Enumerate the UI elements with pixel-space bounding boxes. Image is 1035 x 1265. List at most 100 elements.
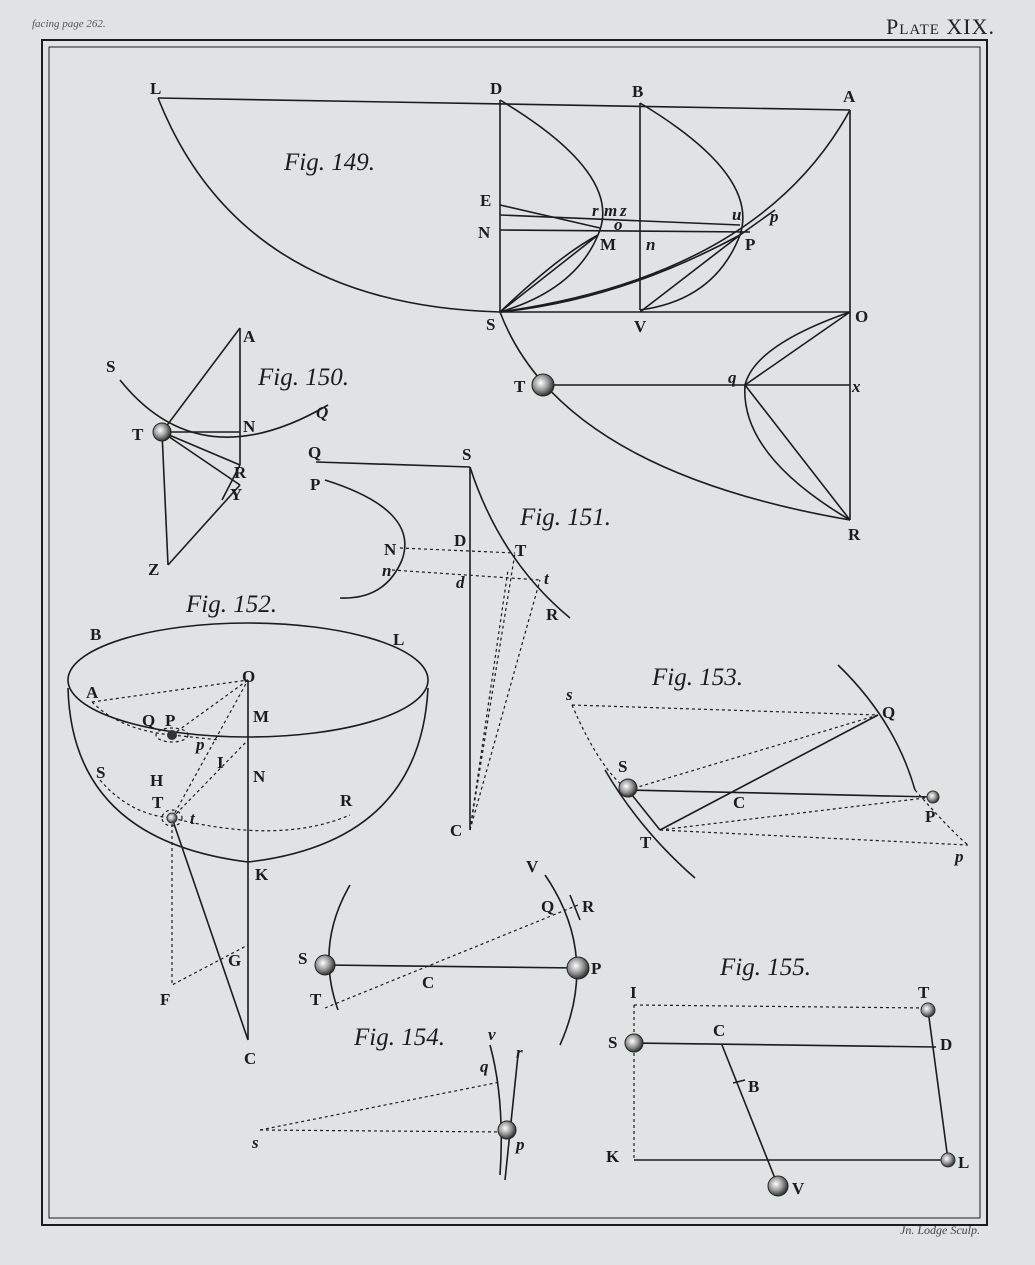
f151-label: P <box>310 475 320 494</box>
f151-label: d <box>456 573 465 592</box>
f151-label: C <box>450 821 462 840</box>
f151-label: t <box>544 569 550 588</box>
f151-label: R <box>546 605 559 624</box>
f149-label: q <box>728 368 737 387</box>
f149-label: D <box>490 79 502 98</box>
figure-150: Fig. 150. A S T N Q R Y Z <box>106 327 349 579</box>
fig-155-title: Fig. 155. <box>719 954 811 981</box>
f149-label: z <box>619 201 627 220</box>
f152-label: N <box>253 767 266 786</box>
figure-155: Fig. 155. I T S C D B K L V <box>606 954 969 1198</box>
f149-label: u <box>732 205 741 224</box>
f154-label: q <box>480 1057 489 1076</box>
f152-label: T <box>152 793 164 812</box>
f150-label: A <box>243 327 256 346</box>
f149-label: O <box>855 307 868 326</box>
fig-150-title: Fig. 150. <box>257 364 349 391</box>
f149-label: r <box>592 201 599 220</box>
f155-label: V <box>792 1179 805 1198</box>
f149-label: p <box>768 207 779 226</box>
f154-label: R <box>582 897 595 916</box>
figure-152: Fig. 152. B L O A M Q P p I H N S T t R … <box>67 591 429 1068</box>
f154-label: T <box>310 990 322 1009</box>
f149-label: P <box>745 235 755 254</box>
f151-label: T <box>515 541 527 560</box>
f152-label: B <box>90 625 101 644</box>
f153-label: C <box>733 793 745 812</box>
outer-border <box>41 39 988 1226</box>
f149-label: M <box>600 235 616 254</box>
f154-label: S <box>298 949 307 968</box>
f155-label: K <box>606 1147 620 1166</box>
f154-label: v <box>488 1025 496 1044</box>
f152-label: M <box>253 707 269 726</box>
f151-label: D <box>454 531 466 550</box>
f153-label: Q <box>882 703 895 722</box>
f154-label: P <box>591 959 601 978</box>
fig-149-title: Fig. 149. <box>283 149 375 176</box>
f150-label: T <box>132 425 144 444</box>
f152-label: t <box>190 809 196 828</box>
f149-label: S <box>486 315 495 334</box>
f152-label: Q <box>142 711 155 730</box>
plate-title: Plate XIX. <box>886 14 995 39</box>
f152-label: p <box>194 735 205 754</box>
f155-label: B <box>748 1077 759 1096</box>
f152-label: K <box>255 865 269 884</box>
fig-154-title: Fig. 154. <box>353 1024 445 1051</box>
f150-label: R <box>234 463 247 482</box>
f155-label: L <box>958 1153 969 1172</box>
f149-label: m <box>604 201 617 220</box>
figure-149: Fig. 149. L D B A E N r m z o M n u p P … <box>150 79 868 544</box>
f149-label: N <box>478 223 491 242</box>
f152-label: I <box>217 753 224 772</box>
f151-label: N <box>384 540 397 559</box>
fig-151-title: Fig. 151. <box>519 504 611 531</box>
f152-label: L <box>393 630 404 649</box>
inner-border <box>48 46 981 1219</box>
f149-label: R <box>848 525 861 544</box>
f149-label: n <box>646 235 655 254</box>
figure-154: Fig. 154. V Q R S P C T v r q s p <box>251 857 601 1181</box>
f154-label: p <box>514 1135 525 1154</box>
f151-label: Q <box>308 443 321 462</box>
f153-label: P <box>925 807 935 826</box>
f149-label: x <box>851 377 861 396</box>
f152-label: R <box>340 791 353 810</box>
fig-153-title: Fig. 153. <box>651 664 743 691</box>
f150-label: Z <box>148 560 159 579</box>
f152-label: S <box>96 763 105 782</box>
f154-label: Q <box>541 897 554 916</box>
f152-label: F <box>160 990 170 1009</box>
f151-label: S <box>462 445 471 464</box>
f150-label: N <box>243 417 256 436</box>
f153-label: p <box>953 847 964 866</box>
f155-label: D <box>940 1035 952 1054</box>
facing-page-note: facing page 262. <box>32 18 106 30</box>
figure-153: Fig. 153. s Q S C P T p <box>565 664 969 879</box>
f150-label: Y <box>230 485 242 504</box>
f152-label: C <box>244 1049 256 1068</box>
engraver-credit: Jn. Lodge Sculp. <box>900 1223 980 1237</box>
f149-label: V <box>634 317 647 336</box>
f149-label: o <box>614 215 623 234</box>
f152-label: G <box>228 951 241 970</box>
f151-label: n <box>382 561 391 580</box>
f154-label: C <box>422 973 434 992</box>
f149-label: A <box>843 87 856 106</box>
f154-label: V <box>526 857 539 876</box>
f154-label: r <box>516 1043 523 1062</box>
f149-label: E <box>480 191 491 210</box>
fig-152-title: Fig. 152. <box>185 591 277 618</box>
f149-label: B <box>632 82 643 101</box>
f152-label: A <box>86 683 99 702</box>
f155-label: S <box>608 1033 617 1052</box>
figure-151: Fig. 151. Q S P N n D d T t R C <box>308 443 611 840</box>
f152-label: O <box>242 667 255 686</box>
f153-label: S <box>618 757 627 776</box>
f152-label: P <box>165 711 175 730</box>
f155-label: C <box>713 1021 725 1040</box>
f149-label: T <box>514 377 526 396</box>
